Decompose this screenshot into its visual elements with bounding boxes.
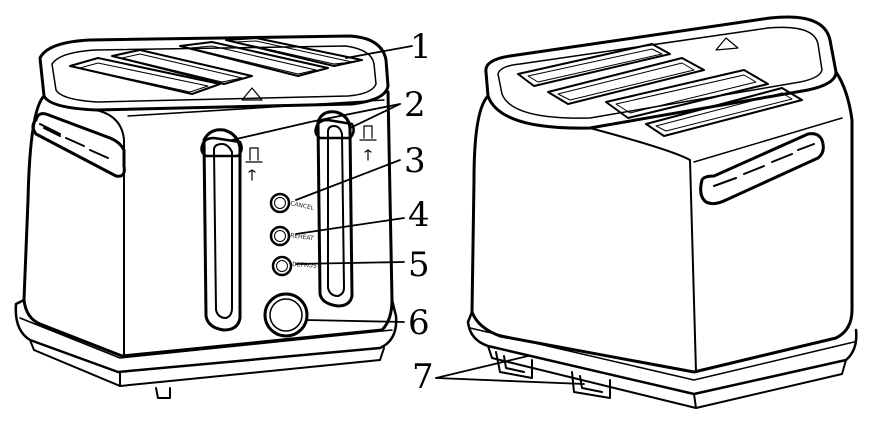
toaster-front-view: CANCEL REHEAT DEFROST — [14, 34, 398, 399]
callout-leaders — [231, 45, 585, 385]
callout-3: 3 — [404, 141, 426, 181]
cancel-label: CANCEL — [290, 200, 316, 212]
toaster-back-view — [466, 15, 858, 409]
callout-1: 1 — [410, 27, 432, 67]
callout-4: 4 — [408, 195, 430, 235]
bread-slots-back — [517, 43, 803, 137]
reheat-button[interactable] — [269, 225, 291, 247]
side-vent-back — [699, 132, 825, 206]
lever-slot-left — [200, 128, 243, 332]
browning-knob[interactable] — [263, 292, 309, 338]
callout-7: 7 — [412, 357, 434, 397]
callout-2: 2 — [404, 85, 426, 125]
lever-up-icon — [245, 147, 263, 181]
cancel-button[interactable] — [269, 192, 291, 214]
defrost-label: DEFROST — [292, 261, 321, 270]
callout-6: 6 — [408, 303, 430, 343]
callout-5: 5 — [408, 245, 430, 285]
callout-numbers: 1 2 3 4 5 6 7 — [404, 27, 434, 397]
warning-triangle-icon — [715, 37, 739, 51]
side-vent — [31, 112, 126, 178]
lever-up-icon — [359, 125, 377, 161]
reheat-label: REHEAT — [290, 232, 315, 242]
feet — [495, 351, 611, 399]
warning-triangle-icon — [241, 87, 263, 101]
defrost-button[interactable] — [271, 255, 293, 277]
lever-slot-right — [314, 110, 355, 308]
bread-slots — [69, 37, 363, 95]
